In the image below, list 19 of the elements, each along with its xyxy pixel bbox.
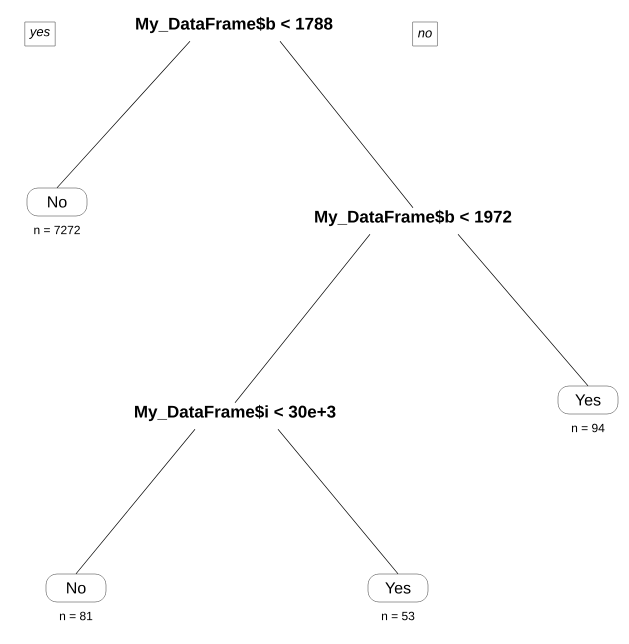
leaf-box: No [46, 574, 106, 602]
count-label: n = 94 [572, 424, 604, 432]
tree-branch [458, 234, 588, 386]
split-label: My_DataFrame$b < 1972 [315, 210, 512, 226]
leaf-box: Yes [558, 386, 618, 414]
count-label: n = 7272 [34, 226, 80, 234]
count-label: n = 81 [60, 612, 92, 620]
tree-branch [280, 40, 414, 208]
count-label: n = 53 [382, 612, 414, 620]
tree-branch [76, 428, 196, 574]
branch-tag: yes [24, 22, 56, 46]
tree-branch [56, 40, 190, 188]
leaf-box: No [26, 188, 88, 216]
split-label: My_DataFrame$b < 1788 [136, 16, 332, 34]
split-label: My_DataFrame$i < 30e+3 [135, 404, 336, 422]
leaf-box: Yes [368, 574, 428, 602]
branch-tag: no [412, 22, 438, 46]
tree-branch [278, 428, 398, 574]
tree-branch [234, 234, 370, 404]
